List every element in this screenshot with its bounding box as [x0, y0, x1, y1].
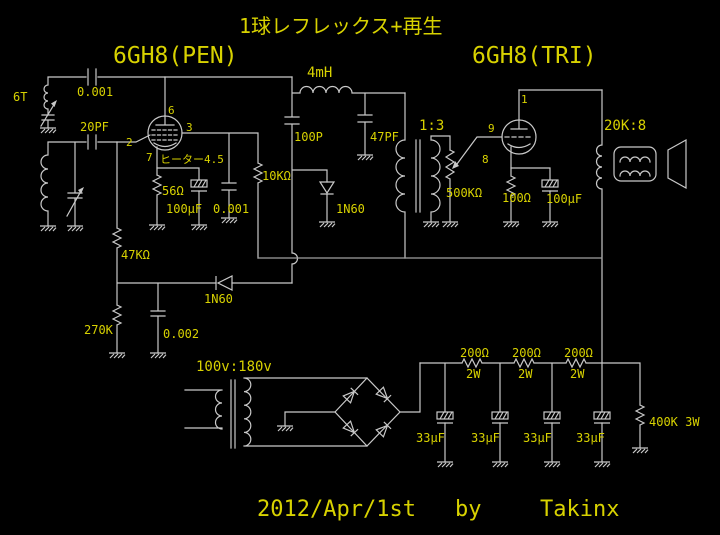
ground-bridge [276, 425, 294, 432]
dropping-resistor-2-rating: 2W [518, 367, 533, 381]
filter-cap-4-label: 33μF [576, 431, 605, 445]
speaker-icon [667, 138, 687, 190]
pentode-label: 6GH8(PEN) [113, 43, 238, 69]
screen-bypass-cap-label: 0.001 [213, 202, 249, 216]
dropping-resistor-1-label: 200Ω [460, 346, 489, 360]
ground-tuning-cap [66, 225, 84, 232]
rf-plate-chain [284, 76, 406, 284]
ground-bleeder [631, 447, 649, 454]
triode-tube [501, 89, 603, 169]
ground-filter-3 [543, 461, 561, 468]
pin-tri-grid-label: 9 [488, 122, 495, 135]
output-transformer-label: 20K:8 [604, 118, 646, 134]
ground-triode-cap [541, 221, 559, 228]
interstage-transformer [395, 92, 451, 259]
dropping-resistor-3-rating: 2W [570, 367, 585, 381]
pin-tri-plate-label: 1 [521, 93, 528, 106]
regen-adjust-arrow [40, 102, 56, 127]
detector-section [108, 141, 293, 359]
filter-cap-4-symbol [593, 411, 611, 424]
cathode-resistor-label: 56Ω [162, 184, 184, 198]
pot-wiper [456, 136, 503, 165]
triode-cathode-resistor-label: 100Ω [502, 191, 531, 205]
filter-cap-2-label: 33μF [471, 431, 500, 445]
dropping-resistor-3-label: 200Ω [564, 346, 593, 360]
pin-plate-label: 6 [168, 104, 175, 117]
triode-cathode-cap-label: 100μF [546, 192, 582, 206]
rf-choke-label: 4mH [307, 65, 332, 81]
pin-grid-label: 2 [126, 136, 133, 149]
ground-triode-res [502, 221, 520, 228]
triode-label: 6GH8(TRI) [472, 43, 597, 69]
ground-cathode-cap [190, 224, 208, 231]
cathode-cap-label: 100μF [166, 202, 202, 216]
tuning-cap-arrow [66, 190, 82, 217]
cathode-bypass-cap-symbol [190, 179, 208, 192]
coupling-cap-label: 20PF [80, 120, 109, 134]
volume-pot-label: 500KΩ [446, 186, 482, 200]
ground-gridleak-res [108, 352, 126, 359]
volume-pot [441, 136, 503, 228]
pin-cathode-label: 7 [146, 151, 153, 164]
detector-diode-label: 1N60 [204, 292, 233, 306]
ground-filter-4 [593, 461, 611, 468]
interstage-ratio-label: 1:3 [419, 118, 444, 134]
shunt-diode-symbol [318, 181, 336, 195]
bridge-rectifier [276, 362, 421, 447]
grid-leak-resistor-label: 270K [84, 323, 114, 337]
credit-by: by [455, 497, 482, 522]
triode-cathode-cap-symbol [541, 179, 559, 192]
grid-leak-cap-label: 0.002 [163, 327, 199, 341]
ground-gridleak-cap [149, 352, 167, 359]
ground-volume-pot [441, 221, 459, 228]
power-transformer-label: 100v:180v [196, 359, 272, 375]
ground-if-secondary [422, 221, 440, 228]
ground-tuning-coil [39, 225, 57, 232]
ground-shunt-diode [318, 221, 336, 228]
shunt-diode-label: 1N60 [336, 202, 365, 216]
output-transformer [595, 89, 657, 413]
bleeder-resistor-label: 400K 3W [649, 415, 700, 429]
pin-tri-cathode-label: 8 [482, 153, 489, 166]
filter-cap-1-symbol [436, 411, 454, 424]
pentode-cathode-network [148, 167, 208, 231]
rf-bypass-cap-label: 47PF [370, 130, 399, 144]
filter-cap-2-symbol [491, 411, 509, 424]
rf-takeoff-cap-label: 100P [294, 130, 323, 144]
dropping-resistor-1-rating: 2W [466, 367, 481, 381]
regen-cap-label: 0.001 [77, 85, 113, 99]
triode-cathode-network [502, 167, 559, 228]
antenna-regen-section [39, 68, 293, 134]
b-plus-filter-chain [419, 357, 649, 468]
filter-cap-1-label: 33μF [416, 431, 445, 445]
ground-cathode-res [148, 224, 166, 231]
screen-resistor-label: 10KΩ [262, 169, 291, 183]
ground-rf-bypass [356, 154, 374, 161]
ground-filter-1 [436, 461, 454, 468]
dropping-resistor-2-label: 200Ω [512, 346, 541, 360]
tuning-section [39, 134, 151, 232]
credit-date: 2012/Apr/1st [257, 497, 416, 522]
power-transformer [184, 377, 368, 449]
pin-screen-label: 3 [186, 121, 193, 134]
ground-filter-2 [491, 461, 509, 468]
schematic-title: 1球レフレックス+再生 [239, 14, 442, 38]
filter-cap-3-symbol [543, 411, 561, 424]
ground-screen-cap [220, 217, 238, 224]
antenna-coil-label: 6T [13, 90, 27, 104]
credit-author: Takinx [540, 497, 619, 522]
pentode-screen-network [181, 132, 264, 259]
grid-resistor-label: 47KΩ [121, 248, 150, 262]
ground-regen [39, 127, 57, 134]
filter-cap-3-label: 33μF [523, 431, 552, 445]
heater-note: ヒーター4.5 [160, 153, 224, 166]
